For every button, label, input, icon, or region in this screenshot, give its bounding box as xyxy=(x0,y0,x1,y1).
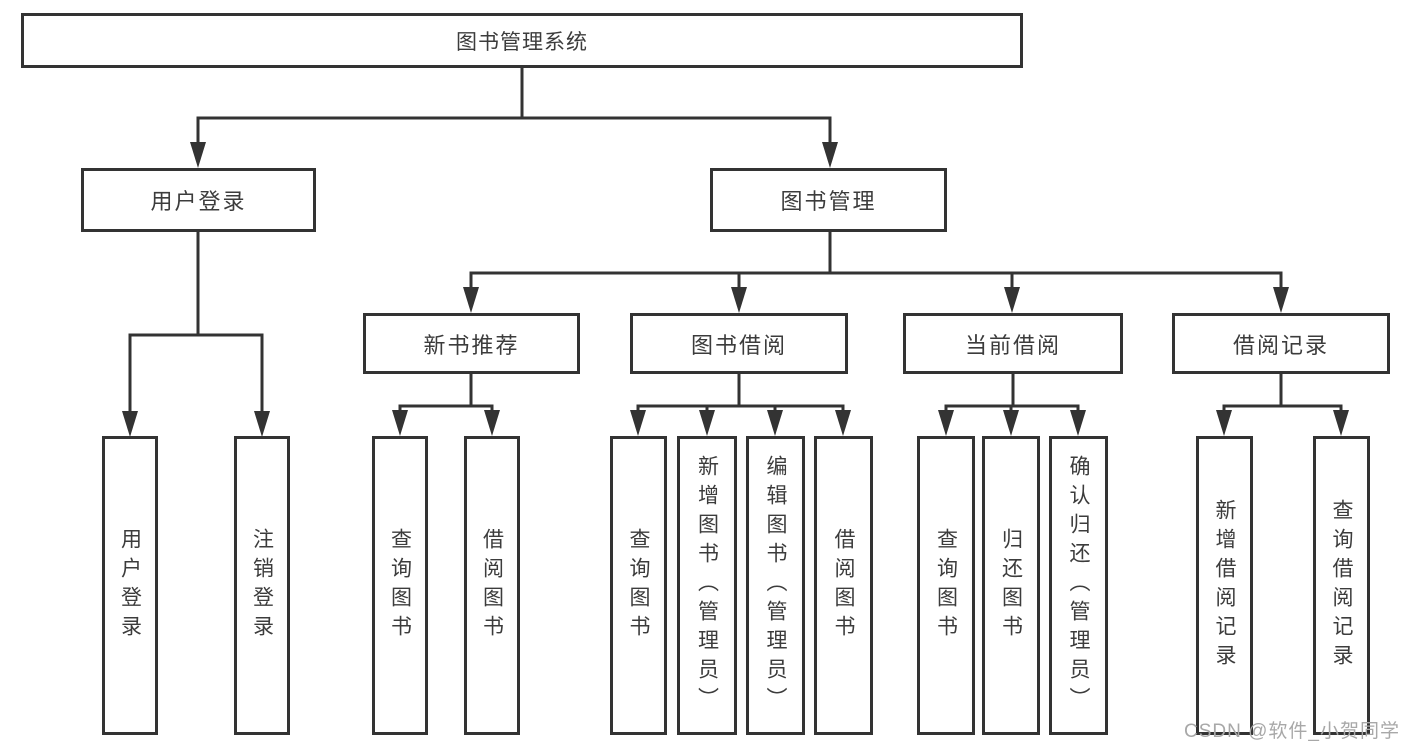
leaf-user-login: 用户登录 xyxy=(102,436,158,735)
leaf-borrow-book: 借阅图书 xyxy=(814,436,873,735)
node-current-borrowing: 当前借阅 xyxy=(903,313,1123,374)
node-new-book-recommend: 新书推荐 xyxy=(363,313,580,374)
node-book-borrowing: 图书借阅 xyxy=(630,313,848,374)
node-book-management: 图书管理 xyxy=(710,168,947,232)
leaf-add-book-admin: 新增图书（管理员） xyxy=(677,436,737,735)
leaf-query-books-borrowing: 查询图书 xyxy=(610,436,667,735)
leaf-confirm-return-admin: 确认归还（管理员） xyxy=(1049,436,1108,735)
leaf-borrow-books-recommend: 借阅图书 xyxy=(464,436,520,735)
leaf-return-book: 归还图书 xyxy=(982,436,1040,735)
leaf-query-books-recommend: 查询图书 xyxy=(372,436,428,735)
leaf-edit-book-admin: 编辑图书（管理员） xyxy=(746,436,805,735)
node-user-login: 用户登录 xyxy=(81,168,316,232)
leaf-logout: 注销登录 xyxy=(234,436,290,735)
node-borrowing-records: 借阅记录 xyxy=(1172,313,1390,374)
leaf-query-books-current: 查询图书 xyxy=(917,436,975,735)
watermark-text: CSDN @软件_小贺同学 xyxy=(1184,721,1400,742)
leaf-add-borrow-record: 新增借阅记录 xyxy=(1196,436,1253,735)
node-library-management-system: 图书管理系统 xyxy=(21,13,1023,68)
leaf-query-borrow-record: 查询借阅记录 xyxy=(1313,436,1370,735)
